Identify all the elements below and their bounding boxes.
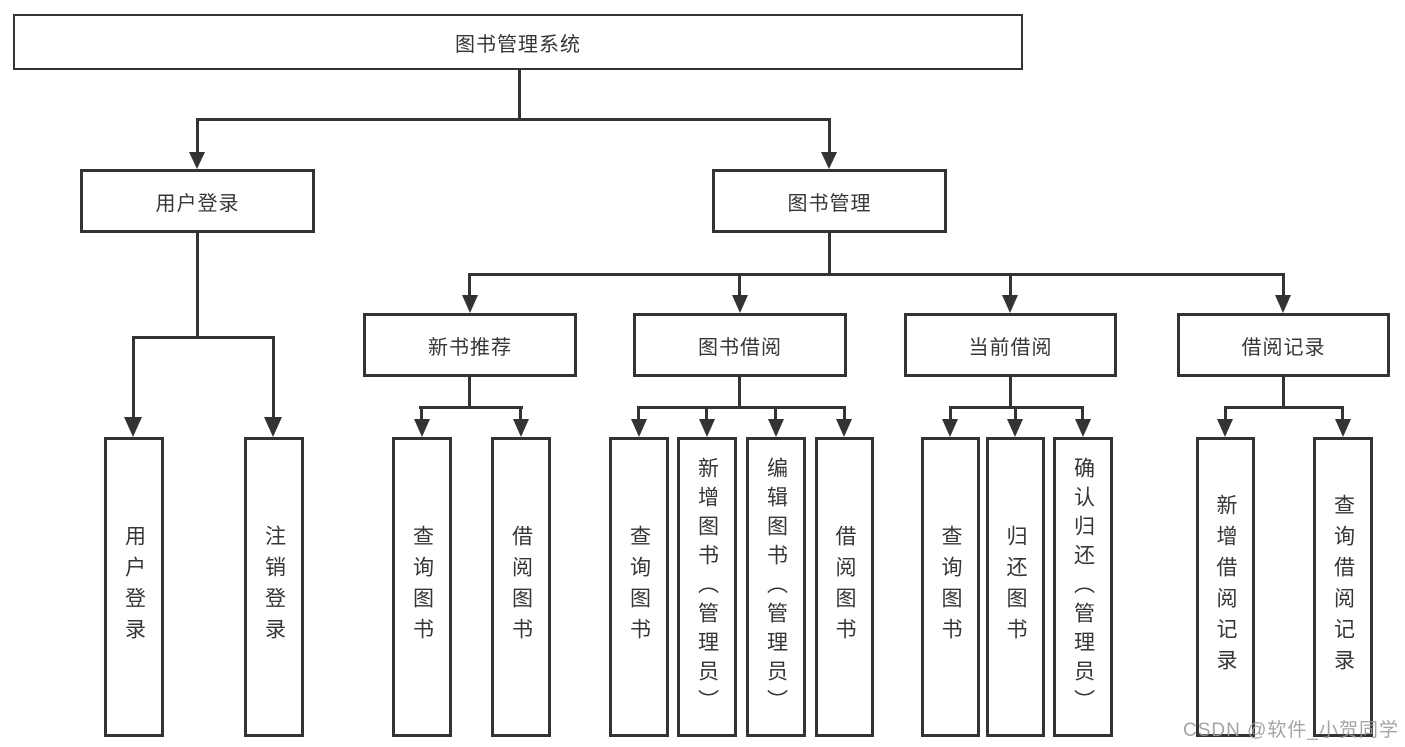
node-book-borrowing: 图书借阅 — [633, 313, 847, 377]
edge-stem — [1341, 406, 1344, 419]
edge-drop-line — [738, 377, 741, 406]
arrow-to-leaf — [836, 419, 852, 437]
edge-stem — [1081, 406, 1084, 419]
edge-stem — [738, 273, 741, 295]
leaf-confirm-return-admin: 确认归还（管理员） — [1053, 437, 1113, 737]
node-label: 当前借阅 — [968, 336, 1053, 359]
csdn-watermark: CSDN @软件_小贺同学 — [1183, 720, 1399, 741]
edge-stem — [843, 406, 846, 419]
leaf-borrow-books-recommend: 借阅图书 — [491, 437, 551, 737]
edge-split-line — [1224, 406, 1344, 409]
leaf-logout: 注销登录 — [244, 437, 304, 737]
leaf-add-borrow-record: 新增借阅记录 — [1196, 437, 1255, 737]
leaf-label: 归还图书 — [1004, 525, 1027, 649]
edge-book-management-stem — [828, 118, 831, 154]
node-current-borrowing: 当前借阅 — [904, 313, 1117, 377]
arrow-to-new-book-recommendation — [462, 295, 478, 313]
node-label: 用户登录 — [155, 192, 240, 215]
node-label: 新书推荐 — [428, 336, 512, 359]
edge-stem — [949, 406, 952, 419]
leaf-label: 编辑图书（管理员） — [764, 456, 788, 718]
leaf-label: 查询借阅记录 — [1331, 494, 1355, 680]
arrow-to-leaf — [942, 419, 958, 437]
edge-book-management-split-line — [468, 273, 1285, 276]
edge-stem — [272, 336, 275, 417]
leaf-label: 借阅图书 — [509, 525, 533, 649]
edge-stem — [1282, 273, 1285, 295]
edge-stem — [1014, 406, 1017, 419]
leaf-label: 查询图书 — [410, 525, 434, 649]
leaf-label: 确认归还（管理员） — [1071, 456, 1095, 718]
leaf-edit-book-admin: 编辑图书（管理员） — [746, 437, 806, 737]
edge-user-login-stem — [196, 118, 199, 154]
arrow-to-leaf — [699, 419, 715, 437]
node-book-management-module: 图书管理 — [712, 169, 947, 233]
edge-stem — [420, 406, 423, 419]
edge-stem — [132, 336, 135, 417]
leaf-label: 借阅图书 — [833, 525, 856, 649]
node-label: 图书管理系统 — [455, 33, 581, 56]
node-label: 借阅记录 — [1241, 336, 1326, 359]
edge-root-split-line — [196, 118, 831, 121]
arrow-to-leaf — [1335, 419, 1351, 437]
edge-stem — [774, 406, 777, 419]
leaf-label: 新增借阅记录 — [1214, 494, 1237, 680]
edge-stem — [519, 406, 522, 419]
arrow-to-leaf — [1075, 419, 1091, 437]
arrow-to-leaf — [631, 419, 647, 437]
arrow-to-current-borrowing — [1002, 295, 1018, 313]
leaf-return-books: 归还图书 — [986, 437, 1045, 737]
edge-split-line — [419, 406, 523, 409]
arrow-to-user-login — [189, 152, 205, 169]
edge-stem — [637, 406, 640, 419]
leaf-label: 新增图书（管理员） — [695, 456, 719, 718]
node-user-login-module: 用户登录 — [80, 169, 315, 233]
leaf-label: 注销登录 — [262, 525, 286, 649]
edge-stem — [1009, 273, 1012, 295]
node-new-book-recommendation: 新书推荐 — [363, 313, 577, 377]
edge-drop-line — [1009, 377, 1012, 406]
leaf-query-books-borrowing: 查询图书 — [609, 437, 669, 737]
arrow-to-leaf-logout — [264, 417, 282, 437]
node-label: 图书管理 — [787, 192, 872, 215]
edge-user-login-drop-line — [196, 233, 199, 336]
leaf-add-book-admin: 新增图书（管理员） — [677, 437, 737, 737]
node-library-management-system: 图书管理系统 — [13, 14, 1023, 70]
arrow-to-leaf — [414, 419, 430, 437]
leaf-user-login: 用户登录 — [104, 437, 164, 737]
leaf-query-books-recommend: 查询图书 — [392, 437, 452, 737]
edge-stem — [1224, 406, 1227, 419]
arrow-to-borrow-records — [1275, 295, 1291, 313]
node-label: 图书借阅 — [698, 336, 782, 359]
edge-split-line — [637, 406, 846, 409]
edge-stem — [705, 406, 708, 419]
edge-drop-line — [468, 377, 471, 406]
edge-stem — [468, 273, 471, 295]
arrow-to-book-management — [821, 152, 837, 169]
leaf-query-borrow-record: 查询借阅记录 — [1313, 437, 1373, 737]
arrow-to-leaf — [513, 419, 529, 437]
edge-drop-line — [1282, 377, 1285, 406]
node-borrow-records: 借阅记录 — [1177, 313, 1390, 377]
leaf-label: 查询图书 — [627, 525, 651, 649]
leaf-query-books-current: 查询图书 — [921, 437, 980, 737]
edge-user-login-split-line — [132, 336, 275, 339]
arrow-to-leaf-user-login — [124, 417, 142, 437]
arrow-to-leaf — [1007, 419, 1023, 437]
arrow-to-leaf — [1217, 419, 1233, 437]
arrow-to-leaf — [768, 419, 784, 437]
leaf-borrow-books-borrowing: 借阅图书 — [815, 437, 874, 737]
edge-book-management-drop-line — [828, 233, 831, 273]
leaf-label: 用户登录 — [122, 525, 146, 649]
leaf-label: 查询图书 — [939, 525, 962, 649]
arrow-to-book-borrowing — [732, 295, 748, 313]
edge-root-drop-line — [518, 70, 521, 118]
